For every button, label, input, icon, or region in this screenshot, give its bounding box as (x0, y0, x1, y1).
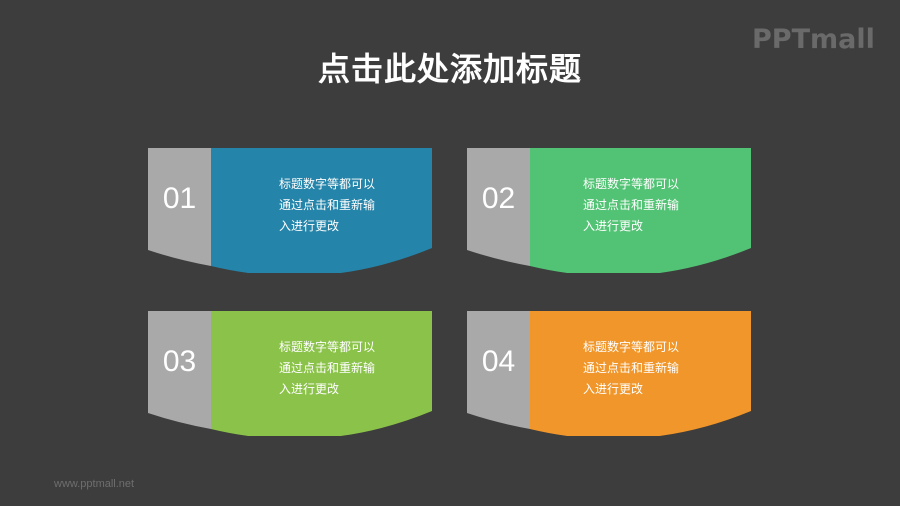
card-number: 01 (162, 182, 197, 215)
card-description: 标题数字等都可以 通过点击和重新输 入进行更改 (583, 337, 713, 400)
card-shape (467, 148, 751, 273)
card-description: 标题数字等都可以 通过点击和重新输 入进行更改 (279, 174, 409, 237)
desc-line: 标题数字等都可以 (279, 340, 376, 354)
card-color-panel (530, 148, 751, 273)
card-shape (148, 311, 432, 436)
desc-line: 通过点击和重新输 (583, 361, 680, 375)
desc-line: 入进行更改 (279, 219, 340, 233)
card-number: 03 (162, 345, 197, 378)
card-color-panel (211, 311, 432, 436)
card-shape (467, 311, 751, 436)
desc-line: 入进行更改 (583, 382, 644, 396)
card-number: 02 (481, 182, 516, 215)
slide-title[interactable]: 点击此处添加标题 (317, 50, 582, 88)
card-04[interactable]: 04 标题数字等都可以 通过点击和重新输 入进行更改 (467, 311, 753, 436)
card-color-panel (530, 311, 751, 436)
card-01[interactable]: 01 标题数字等都可以 通过点击和重新输 入进行更改 (148, 148, 434, 273)
card-number: 04 (481, 345, 516, 378)
desc-line: 标题数字等都可以 (583, 177, 680, 191)
desc-line: 标题数字等都可以 (583, 340, 680, 354)
desc-line: 通过点击和重新输 (279, 361, 376, 375)
desc-line: 通过点击和重新输 (583, 198, 680, 212)
desc-line: 入进行更改 (583, 219, 644, 233)
pptmall-logo: PPTmall (752, 24, 875, 55)
card-02[interactable]: 02 标题数字等都可以 通过点击和重新输 入进行更改 (467, 148, 753, 273)
footer-url: www.pptmall.net (54, 478, 135, 490)
card-description: 标题数字等都可以 通过点击和重新输 入进行更改 (279, 337, 409, 400)
desc-line: 入进行更改 (279, 382, 340, 396)
card-03[interactable]: 03 标题数字等都可以 通过点击和重新输 入进行更改 (148, 311, 434, 436)
card-description: 标题数字等都可以 通过点击和重新输 入进行更改 (583, 174, 713, 237)
card-shape (148, 148, 432, 273)
card-color-panel (211, 148, 432, 273)
desc-line: 标题数字等都可以 (279, 177, 376, 191)
desc-line: 通过点击和重新输 (279, 198, 376, 212)
